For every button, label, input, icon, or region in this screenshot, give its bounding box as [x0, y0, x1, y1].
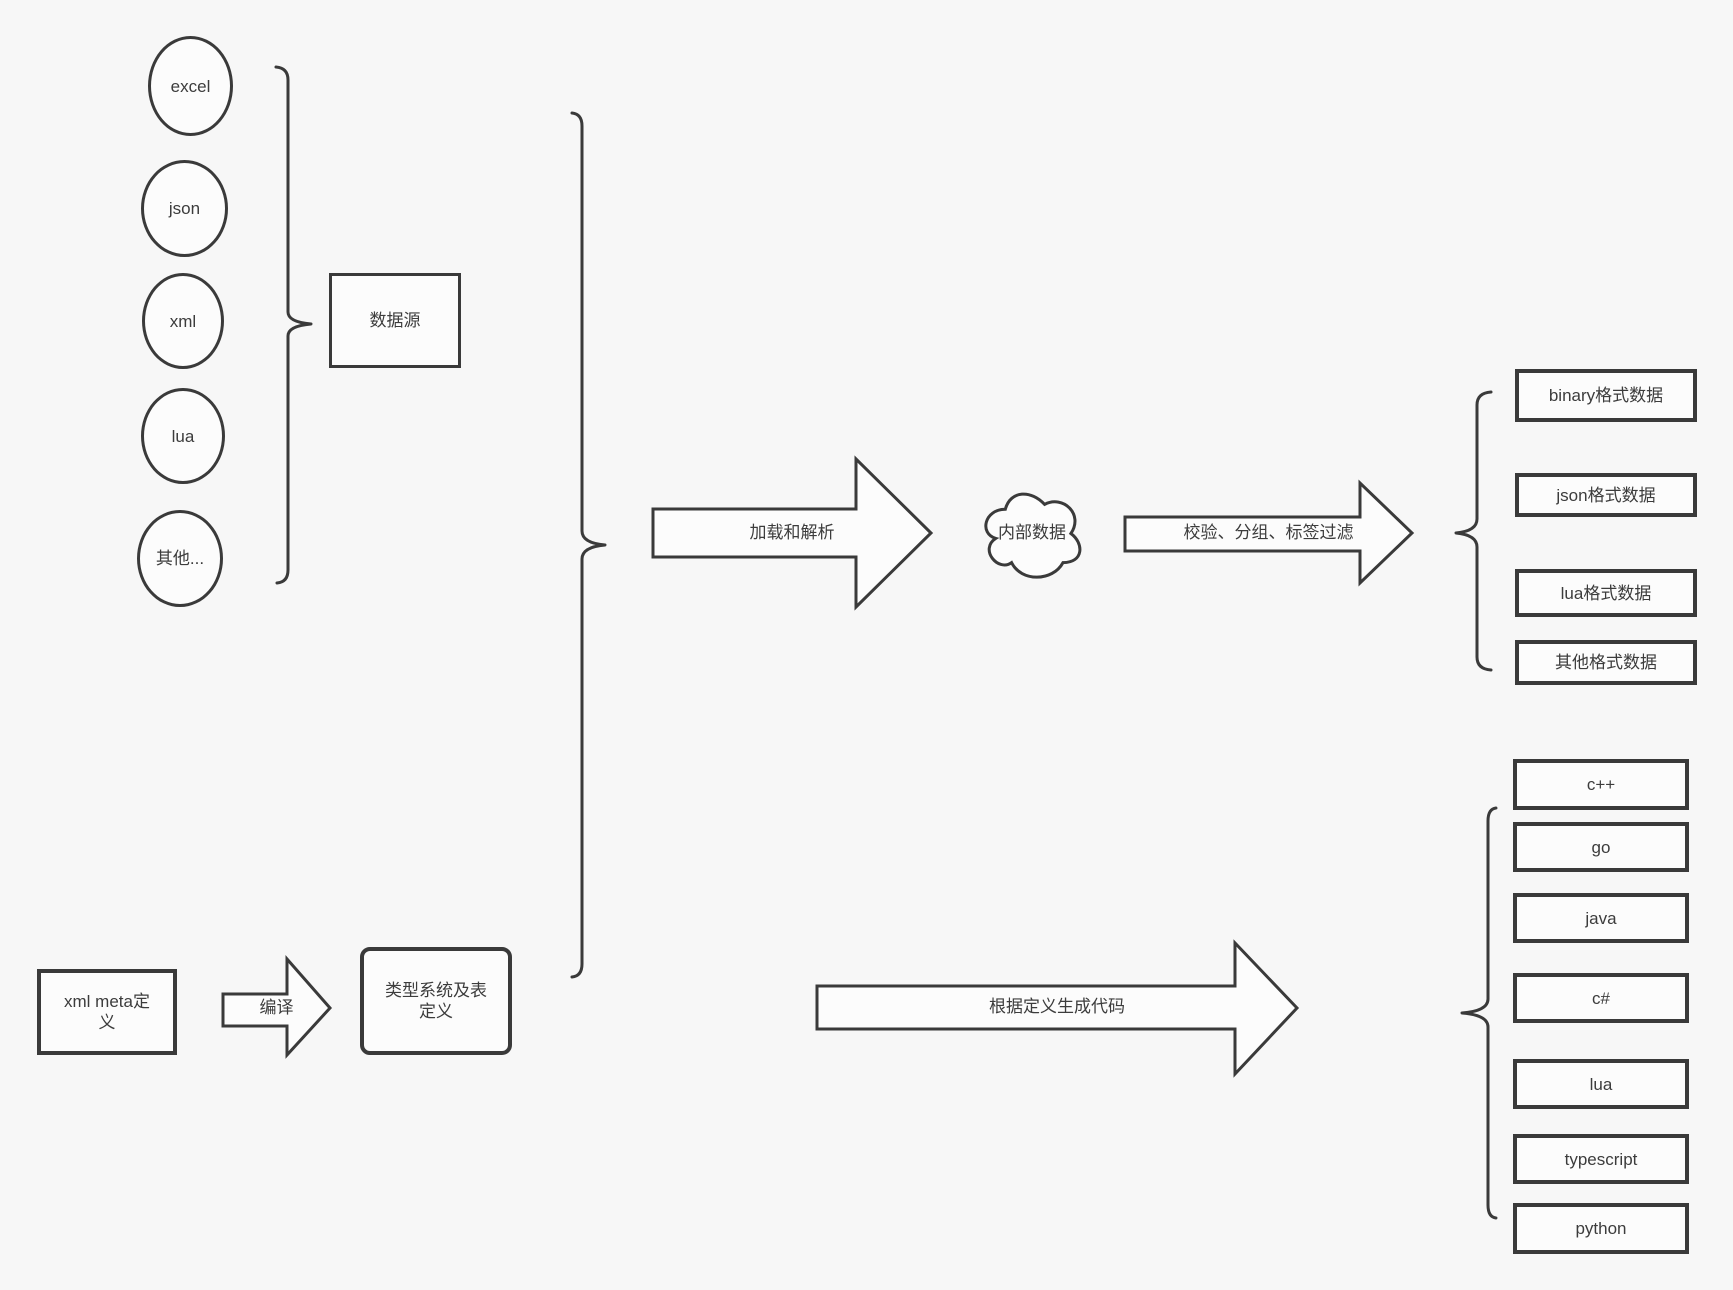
- language-go-label: go: [1591, 837, 1611, 857]
- sources-brace: [274, 65, 313, 585]
- language-cpp-label: c++: [1586, 775, 1616, 794]
- source-node-excel: excel: [148, 36, 233, 136]
- compile-arrow-shape: [221, 955, 333, 1059]
- load-parse-arrow-shape: [651, 455, 934, 611]
- source-node-xml: xml: [142, 273, 224, 369]
- source-node-other-label: 其他...: [155, 549, 205, 568]
- language-typescript-label: typescript: [1564, 1149, 1638, 1169]
- source-node-other: 其他...: [137, 510, 223, 607]
- data-formats-brace: [1454, 390, 1493, 672]
- language-box-python: python: [1513, 1203, 1689, 1254]
- source-node-excel-label: excel: [170, 76, 211, 96]
- data-format-lua-label: lua格式数据: [1560, 583, 1652, 603]
- source-node-json: json: [141, 160, 228, 257]
- language-box-typescript: typescript: [1513, 1134, 1689, 1184]
- data-format-box-lua: lua格式数据: [1515, 569, 1697, 617]
- language-box-lua: lua: [1513, 1059, 1689, 1109]
- language-lua-label: lua: [1589, 1074, 1613, 1094]
- language-java-label: java: [1585, 908, 1617, 928]
- source-node-lua-label: lua: [171, 426, 195, 446]
- language-csharp-label: c#: [1592, 988, 1610, 1008]
- language-box-java: java: [1513, 893, 1689, 943]
- data-format-other-label: 其他格式数据: [1555, 653, 1657, 672]
- filter-arrow-shape: [1123, 479, 1415, 587]
- xml-meta-definition-label: xml meta定义: [64, 992, 150, 1032]
- language-box-cpp: c++: [1513, 759, 1689, 810]
- data-format-box-other: 其他格式数据: [1515, 640, 1697, 685]
- source-node-lua: lua: [141, 388, 225, 484]
- languages-brace: [1460, 806, 1498, 1220]
- data-format-binary-label: binary格式数据: [1548, 386, 1664, 405]
- source-node-xml-label: xml: [169, 311, 197, 331]
- language-box-csharp: c#: [1513, 973, 1689, 1023]
- generate-code-arrow-shape: [815, 939, 1300, 1078]
- data-format-json-label: json格式数据: [1556, 485, 1656, 505]
- data-format-box-binary: binary格式数据: [1515, 369, 1697, 422]
- type-system-definition-box: 类型系统及表定义: [360, 947, 512, 1055]
- data-source-group-box: 数据源: [329, 273, 461, 368]
- data-source-group-label: 数据源: [369, 311, 421, 330]
- language-box-go: go: [1513, 822, 1689, 872]
- internal-data-cloud-shape: [984, 492, 1082, 579]
- source-node-json-label: json: [168, 199, 201, 218]
- data-format-box-json: json格式数据: [1515, 473, 1697, 517]
- inputs-brace: [570, 111, 607, 979]
- type-system-definition-label: 类型系统及表定义: [385, 981, 487, 1021]
- xml-meta-definition-box: xml meta定义: [37, 969, 177, 1055]
- language-python-label: python: [1575, 1219, 1627, 1238]
